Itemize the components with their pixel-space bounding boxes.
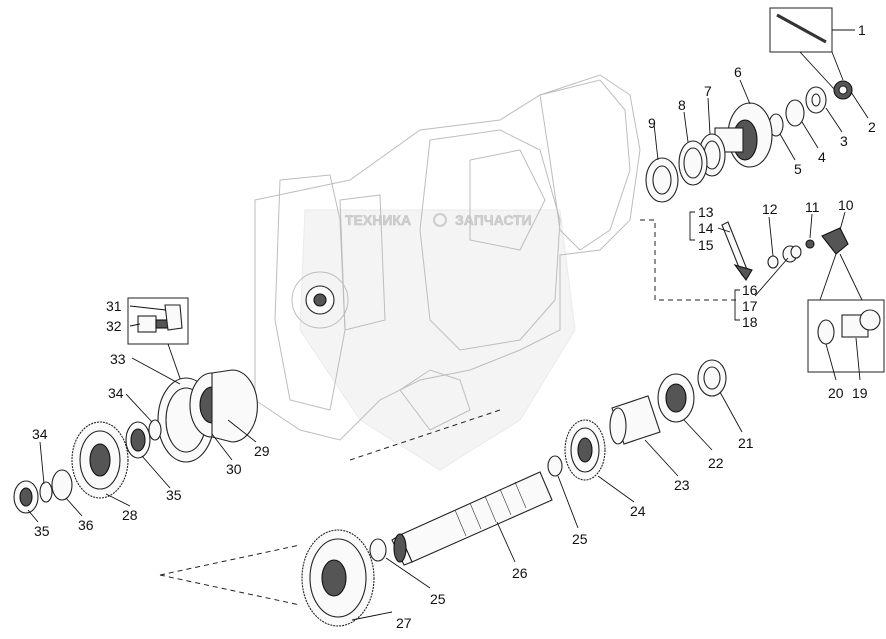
callout-16: 16 [742, 282, 758, 298]
part-27-gear [301, 529, 375, 627]
part-28-gear [71, 421, 129, 499]
callout-27: 27 [396, 615, 412, 631]
callout-21: 21 [738, 435, 754, 451]
part-31-32-box [127, 297, 189, 385]
part-36-ring [51, 469, 73, 501]
part-13-15-bolt [721, 221, 753, 281]
part-11-ball [805, 239, 815, 249]
callout-labels: 1 2 3 4 5 6 7 8 9 10 11 12 13 14 15 16 1… [32, 22, 876, 631]
callout-10: 10 [838, 197, 854, 213]
callout-5: 5 [794, 161, 802, 177]
part-10-elbow [819, 227, 863, 301]
part-16-18-fitting [782, 245, 802, 263]
part-35-bearing [125, 421, 151, 459]
callout-2: 2 [868, 119, 876, 135]
part-6-flange [714, 102, 773, 168]
part-30-29-cover [189, 369, 258, 443]
callout-29: 29 [254, 443, 270, 459]
part-4-ring [785, 99, 805, 127]
callout-30: 30 [226, 461, 242, 477]
part-9-bearing [645, 157, 679, 203]
callout-17: 17 [742, 298, 758, 314]
part-22-bearing [657, 373, 695, 423]
callout-33: 33 [110, 351, 126, 367]
watermark-text-left: ТЕХНИКА [345, 212, 411, 228]
callout-3: 3 [840, 133, 848, 149]
callout-9: 9 [648, 115, 656, 131]
gearbox-housing [254, 74, 641, 441]
callout-4: 4 [818, 149, 826, 165]
part-35b-bearing [13, 480, 39, 514]
part-2-nut [833, 80, 853, 100]
callout-15: 15 [698, 237, 714, 253]
callout-12: 12 [762, 201, 778, 217]
callout-31: 31 [106, 298, 122, 314]
callout-18: 18 [742, 314, 758, 330]
callout-24: 24 [630, 503, 646, 519]
part-34-ring [148, 419, 162, 441]
callout-25a: 25 [572, 531, 588, 547]
part-19-20-box [807, 299, 885, 373]
part-26-shaft [391, 471, 553, 566]
callout-36: 36 [78, 517, 94, 533]
callout-25b: 25 [430, 591, 446, 607]
watermark-text-right: ЗАПЧАСТИ [455, 212, 532, 228]
callout-32: 32 [106, 318, 122, 334]
part-1-pin-box [769, 7, 844, 91]
leader-lines [27, 29, 869, 621]
callout-20: 20 [828, 385, 844, 401]
callout-22: 22 [708, 455, 724, 471]
callout-11: 11 [805, 199, 820, 215]
callout-34b: 34 [32, 426, 48, 442]
callout-14: 14 [698, 220, 714, 236]
callout-35a: 35 [166, 487, 182, 503]
callout-7: 7 [704, 83, 712, 99]
callout-8: 8 [678, 97, 686, 113]
callout-35b: 35 [34, 523, 50, 539]
callout-26: 26 [512, 565, 528, 581]
dashed-guides [159, 219, 740, 606]
callout-23: 23 [674, 477, 690, 493]
callout-19: 19 [852, 385, 868, 401]
part-21-bearing [697, 359, 727, 397]
part-25-ring [547, 455, 563, 477]
watermark: ТЕХНИКА ЗАПЧАСТИ [299, 209, 576, 471]
part-34b-ring [39, 481, 53, 503]
part-23-sleeve [609, 395, 661, 445]
part-8-seal [678, 140, 708, 186]
callout-28: 28 [122, 507, 138, 523]
gear-icon [433, 213, 447, 227]
part-12-washer [767, 255, 779, 269]
part-25b-ring [369, 538, 387, 562]
callout-34a: 34 [108, 385, 124, 401]
callout-6: 6 [734, 64, 742, 80]
callout-13: 13 [698, 204, 714, 220]
part-3-washer [805, 86, 827, 114]
part-24-gear [564, 419, 606, 481]
callout-1: 1 [858, 22, 866, 38]
